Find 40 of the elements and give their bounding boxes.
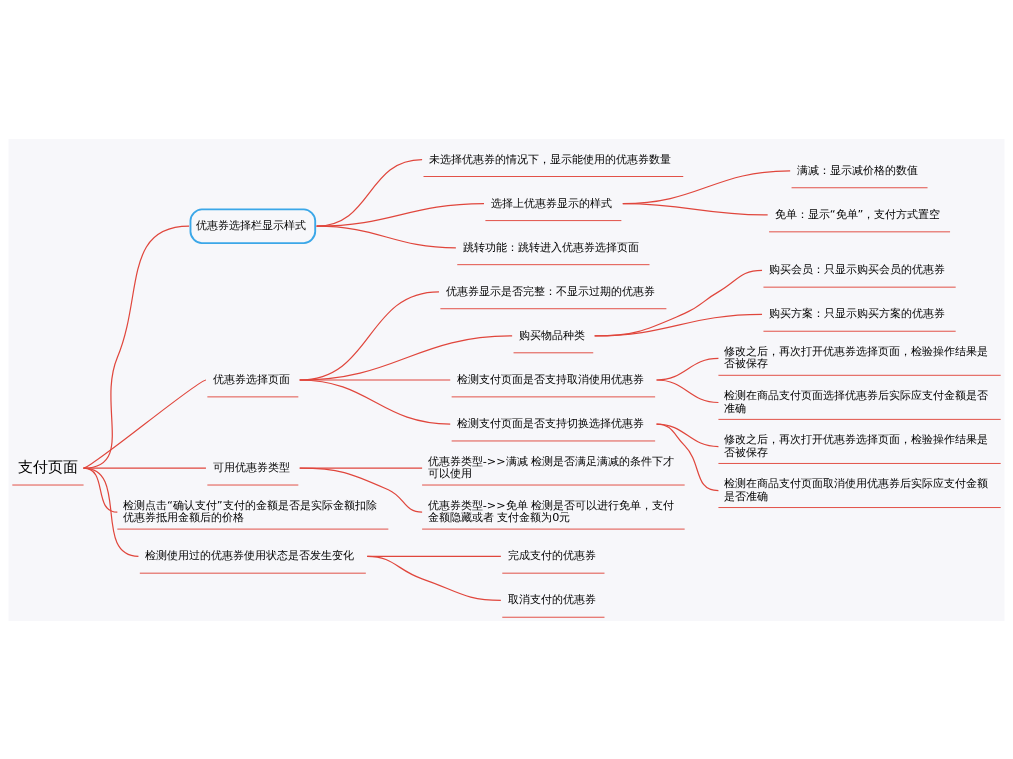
node-text: 修改之后，再次打开优惠券选择页面，检验操作结果是否被保存: [724, 344, 989, 370]
connector: [655, 422, 720, 491]
node-text: 选择上优惠券显示的样式: [491, 196, 613, 210]
node-text: 免单：显示“免单”，支付方式置空: [774, 207, 941, 221]
connector: [316, 158, 423, 227]
node-text: 可用优惠券类型: [212, 460, 290, 474]
connector: [82, 467, 140, 557]
node-text: 检测点击“确认支付”支付的金额是否是实际金额扣除优惠券抵用金额后的价格: [122, 498, 377, 524]
node-text: 检测支付页面是否支持取消使用优惠券: [457, 372, 645, 386]
connector: [299, 467, 423, 513]
node-box: 优惠券选择栏显示样式: [189, 207, 317, 244]
node-text: 跳转功能：跳转进入优惠券选择页面: [462, 240, 639, 254]
node-text: 检测在商品支付页面取消使用优惠券后实际应支付金额是否准确: [724, 476, 989, 503]
connector: [366, 555, 502, 601]
node-text: 优惠券类型->>免单 检测是否可以进行免单，支付金额隐藏或者 支付金额为0元: [427, 498, 675, 524]
node-text: 检测使用过的优惠券使用状态是否发生变化: [145, 548, 355, 562]
connector: [594, 313, 763, 337]
node-text: 购买会员：只显示购买会员的优惠券: [769, 262, 946, 276]
node-text: 购买方案：只显示购买方案的优惠券: [769, 306, 946, 320]
node-text: 购买物品种类: [519, 328, 586, 342]
node-text: 满减：显示减价格的数值: [797, 163, 919, 177]
node-text: 取消支付的优惠券: [507, 592, 596, 606]
connector: [299, 467, 423, 469]
node-text: 优惠券显示是否完整：不显示过期的优惠券: [446, 284, 656, 298]
connector: [622, 202, 769, 216]
node-text: 未选择优惠券的情况下，显示能使用的优惠券数量: [429, 152, 672, 166]
node-text: 完成支付的优惠券: [507, 548, 596, 562]
node-text: 检测在商品支付页面选择优惠券后实际应支付金额是否准确: [724, 388, 989, 415]
connector: [316, 202, 485, 227]
connector: [655, 378, 720, 403]
connector: [82, 467, 207, 469]
node-text: 优惠券类型->>满减 检测是否满足满减的条件下才可以使用: [427, 454, 675, 480]
connector: [82, 378, 207, 469]
connector: [594, 269, 763, 337]
node-text: 检测支付页面是否支持切换选择优惠券: [457, 416, 645, 430]
connector: [316, 225, 457, 248]
node-text: 支付页面: [17, 457, 78, 476]
connector: [299, 378, 451, 425]
node-text: 优惠券选择页面: [212, 372, 290, 386]
node-text: 修改之后，再次打开优惠券选择页面，检验操作结果是否被保存: [724, 432, 989, 459]
